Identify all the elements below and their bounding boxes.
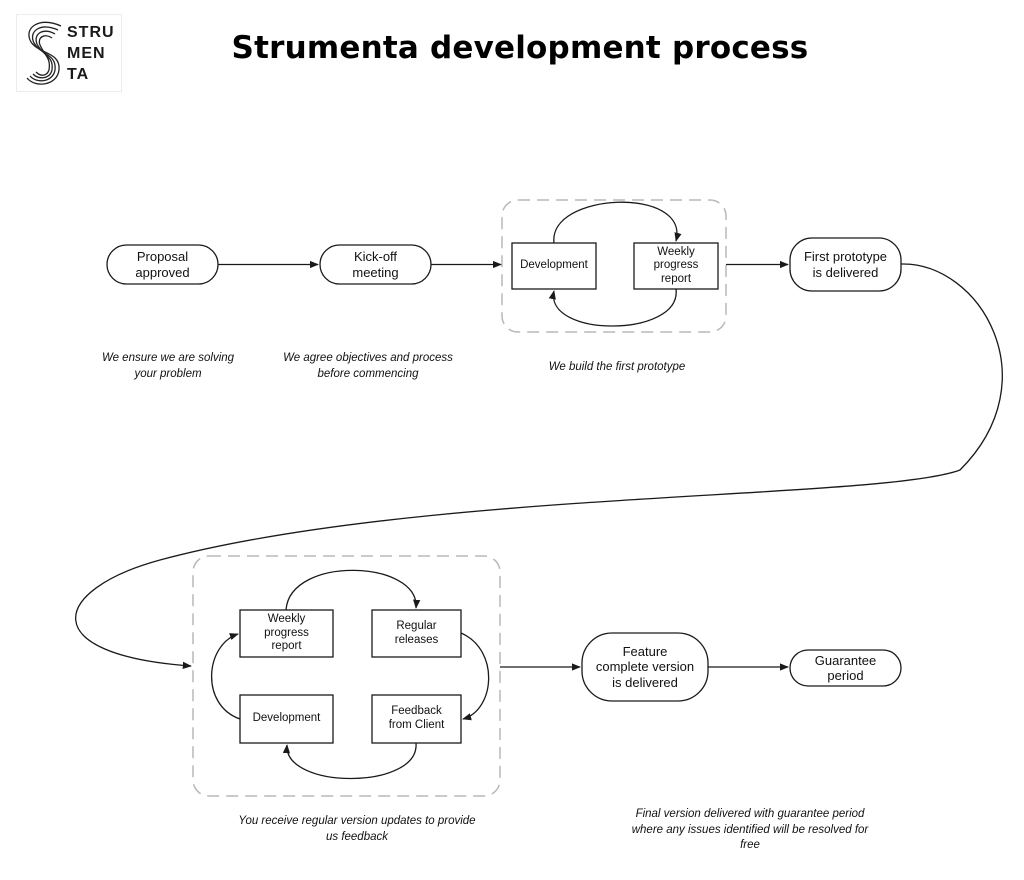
arrow-report2-to-releases (285, 569, 421, 611)
page-title: Strumenta development process (231, 30, 809, 66)
node-kickoff-meeting (319, 244, 432, 285)
node-weekly-report-2 (239, 609, 334, 658)
logo-text-line-1: STRU (67, 24, 115, 41)
arrow-releases-to-feedback (460, 632, 490, 721)
arrow-feedback-to-dev2 (282, 742, 417, 780)
caption-prototype-loop: We build the first prototype (548, 361, 686, 373)
caption-proposal: We ensure we are solving your problem (101, 352, 235, 380)
strumenta-logo: STRU MEN TA (16, 14, 122, 92)
caption-guarantee: Final version delivered with guarantee p… (631, 808, 869, 852)
node-feature-complete (581, 632, 709, 702)
node-proposal-approved (106, 244, 219, 285)
node-guarantee-period (789, 649, 902, 687)
logo-text-line-2: MEN (67, 45, 106, 62)
node-development-1 (511, 242, 597, 290)
arrow-prototype-to-release-loop (75, 263, 1003, 670)
release-loop-group (192, 555, 501, 797)
prototype-loop-group (501, 199, 727, 333)
caption-release-loop: You receive regular version updates to p… (238, 815, 476, 843)
node-feedback-client (371, 694, 462, 744)
logo-text-line-3: TA (67, 66, 90, 83)
node-development-2 (239, 694, 334, 744)
caption-kickoff: We agree objectives and process before c… (283, 352, 453, 380)
logo-s-mark-icon (26, 21, 62, 85)
node-weekly-report-1 (633, 242, 719, 290)
arrow-dev2-to-report2 (210, 633, 241, 720)
node-regular-releases (371, 609, 462, 658)
arrow-dev1-to-report1 (553, 201, 682, 244)
arrow-report1-to-dev1 (548, 288, 677, 327)
node-first-prototype (789, 237, 902, 292)
